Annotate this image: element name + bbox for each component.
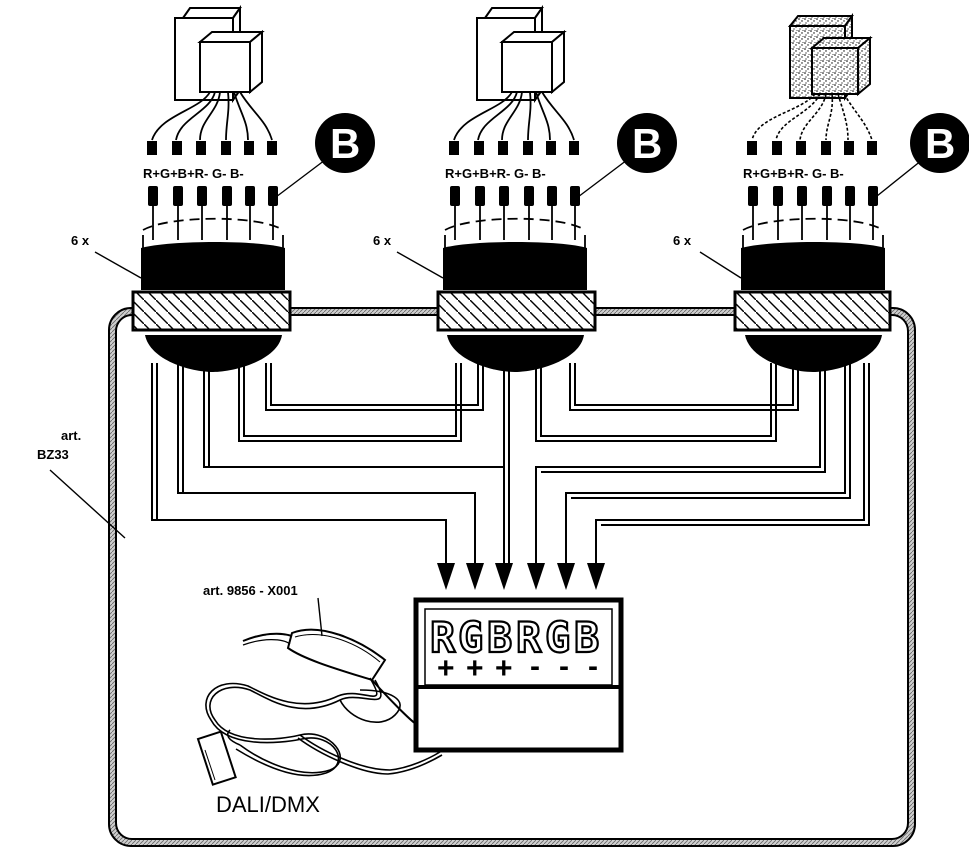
connector-base xyxy=(447,335,584,372)
badge-circle xyxy=(910,113,969,173)
badge-circle xyxy=(315,113,375,173)
connector-pins xyxy=(148,186,278,206)
luminaire-leads xyxy=(151,91,273,141)
controller-channel-labels: R G B R G B + + + - - - xyxy=(429,612,600,685)
channel-label: R xyxy=(430,613,456,662)
badge-letter: B xyxy=(330,120,360,167)
pin-labels: R+G+B+R- G- B- xyxy=(743,166,844,181)
polarity-label: - xyxy=(530,650,540,683)
wiring-bundle xyxy=(151,363,870,565)
badge-circle xyxy=(617,113,677,173)
rgb-controller xyxy=(413,597,624,753)
count-leader-line xyxy=(699,251,742,279)
count-label: 6 x xyxy=(71,233,90,248)
polarity-label: - xyxy=(588,650,598,683)
terminal-tag xyxy=(196,730,237,786)
count-label: 6 x xyxy=(673,233,692,248)
input-arrows xyxy=(437,563,605,590)
count-leader-line xyxy=(94,251,142,279)
mounting-flange xyxy=(436,290,597,332)
polarity-label: + xyxy=(437,652,455,685)
pin-terminals xyxy=(147,141,277,155)
mounting-flange xyxy=(131,290,292,332)
pin-terminals xyxy=(747,141,877,155)
pin-labels: R+G+B+R- G- B- xyxy=(445,166,546,181)
badge-leader-line xyxy=(573,159,628,201)
pin-labels: R+G+B+R- G- B- xyxy=(143,166,244,181)
connector-base xyxy=(745,335,882,372)
bus-label: DALI/DMX xyxy=(216,792,320,817)
badge-leader-line xyxy=(271,159,326,201)
connector-pins xyxy=(748,186,878,206)
module-label: art. 9856 - X001 xyxy=(203,583,298,598)
connector-pins xyxy=(450,186,580,206)
luminaire-head xyxy=(476,4,567,104)
connector-collar xyxy=(141,242,285,290)
luminaire-leads xyxy=(751,93,873,141)
mounting-flange xyxy=(733,290,892,332)
badge-leader-line xyxy=(871,159,923,201)
module-leader-line xyxy=(317,597,323,637)
luminaire-2: R+G+B+R- G- B- 6 x B xyxy=(373,4,677,372)
channel-label: B xyxy=(487,613,512,662)
luminaire-leads xyxy=(453,91,575,141)
enclosure-label-line1: art. xyxy=(61,428,81,443)
badge-letter: B xyxy=(632,120,662,167)
luminaire-head xyxy=(174,4,265,104)
connector-collar xyxy=(443,242,587,290)
channel-label: G xyxy=(458,613,483,662)
polarity-label: + xyxy=(495,652,513,685)
polarity-label: + xyxy=(466,652,484,685)
channel-label: R xyxy=(516,613,542,662)
badge-letter: B xyxy=(925,120,955,167)
connector-collar xyxy=(741,242,885,290)
polarity-label: - xyxy=(559,650,569,683)
luminaire-1: R+G+B+R- G- B- 6 x B xyxy=(71,4,375,372)
count-label: 6 x xyxy=(373,233,392,248)
luminaire-head xyxy=(787,12,873,102)
luminaire-3: R+G+B+R- G- B- 6 x B xyxy=(673,12,969,372)
enclosure-leader-line xyxy=(49,469,126,539)
bus-cable xyxy=(205,677,443,777)
enclosure-label-line2: BZ33 xyxy=(37,447,69,462)
pin-terminals xyxy=(449,141,579,155)
count-leader-line xyxy=(396,251,444,279)
channel-label: G xyxy=(545,613,570,662)
connector-base xyxy=(145,335,282,372)
channel-label: B xyxy=(574,613,599,662)
